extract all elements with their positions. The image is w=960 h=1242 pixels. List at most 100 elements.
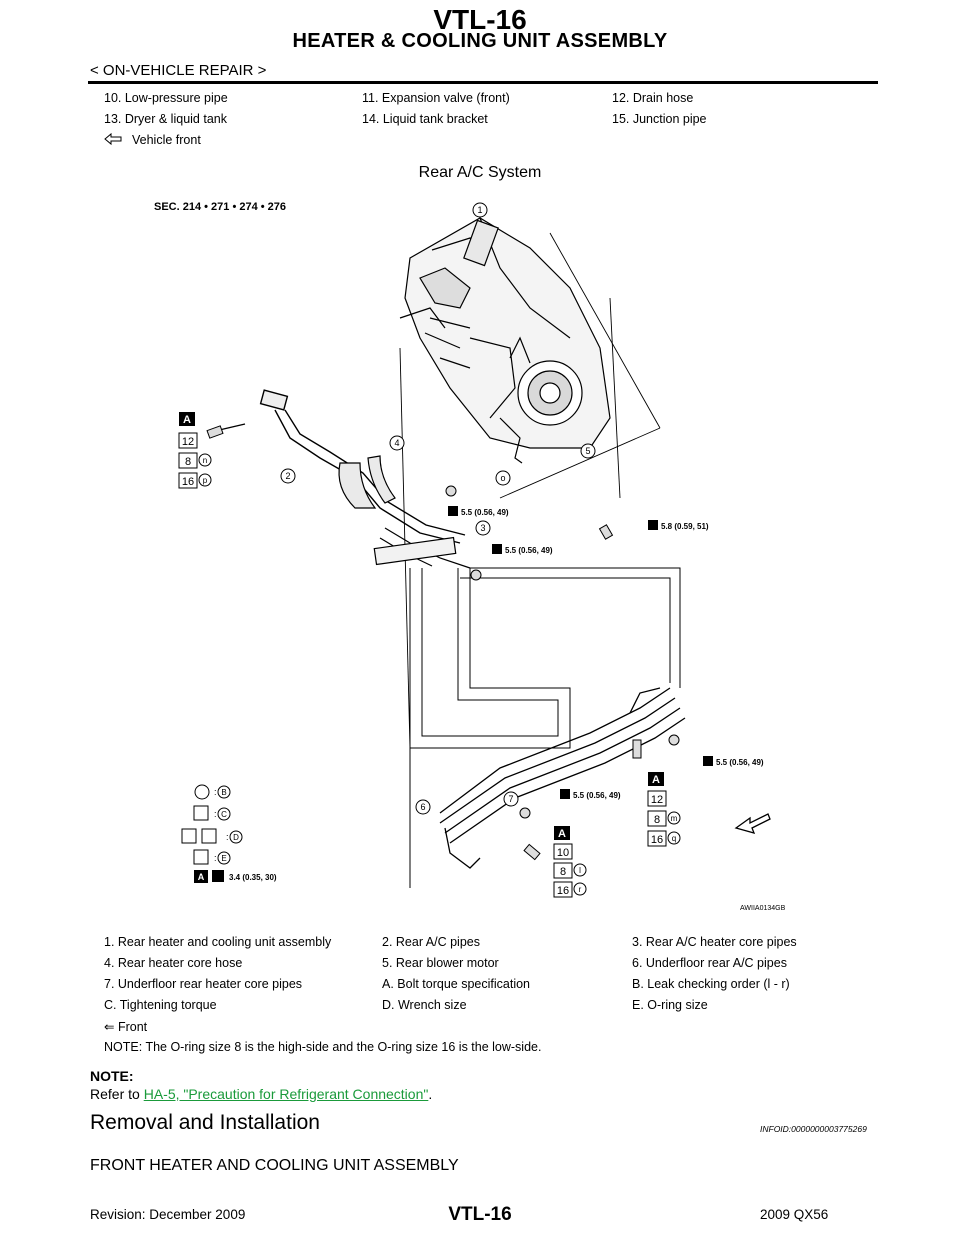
- page-title: HEATER & COOLING UNIT ASSEMBLY: [292, 30, 668, 52]
- svg-text:r: r: [579, 885, 582, 894]
- torque-4: 5.5 (0.56, 49): [703, 756, 764, 767]
- heater-core-pipes: [373, 527, 471, 569]
- svg-text::: :: [214, 809, 217, 819]
- svg-text:5.5 (0.56, 49): 5.5 (0.56, 49): [573, 791, 621, 800]
- footer-model: 2009 QX56: [760, 1207, 829, 1222]
- svg-text:A: A: [558, 828, 566, 840]
- bottom-legend-note: NOTE: The O-ring size 8 is the high-side…: [104, 1040, 834, 1060]
- underfloor-pipes: [439, 687, 686, 869]
- legend-item: 3. Rear A/C heater core pipes: [632, 935, 797, 949]
- legend-item: E. O-ring size: [632, 998, 708, 1012]
- oring-right: A 12 8 m 16 q: [647, 772, 681, 847]
- callout-4: 4: [389, 435, 405, 451]
- callout-7: 7: [503, 791, 519, 807]
- svg-text:5.5 (0.56, 49): 5.5 (0.56, 49): [505, 546, 553, 555]
- bottom-legend-row-1: 1. Rear heater and cooling unit assembly…: [104, 935, 834, 955]
- svg-text:3.4 (0.35, 30): 3.4 (0.35, 30): [229, 873, 277, 882]
- svg-text:l: l: [579, 866, 581, 875]
- svg-text:6: 6: [420, 802, 425, 812]
- torque-3: 5.8 (0.59, 51): [648, 520, 709, 531]
- figure-title: Rear A/C System: [418, 164, 542, 181]
- note-prefix: Refer to: [90, 1086, 144, 1102]
- svg-text:12: 12: [651, 794, 663, 806]
- rear-ac-system-diagram: SEC. 214 • 271 • 274 • 276: [154, 201, 786, 912]
- callout-3: 3: [475, 520, 491, 536]
- callout-5: 5: [580, 443, 596, 459]
- svg-text:5.5 (0.56, 49): 5.5 (0.56, 49): [716, 758, 764, 767]
- svg-text:10: 10: [557, 847, 569, 859]
- legend-item: D. Wrench size: [382, 998, 467, 1012]
- legend-note: NOTE: The O-ring size 8 is the high-side…: [104, 1040, 542, 1054]
- svg-text:4: 4: [394, 438, 399, 448]
- callouts: 1 2 3 4 5 6 7 o: [280, 202, 596, 815]
- top-legend-row-1: 10. Low-pressure pipe 11. Expansion valv…: [104, 91, 834, 111]
- note-text: Refer to HA-5, "Precaution for Refrigera…: [90, 1086, 432, 1102]
- note-suffix: .: [428, 1086, 433, 1102]
- heater-cooling-unit: [399, 217, 611, 464]
- callout-6: 6: [415, 799, 431, 815]
- page-number: VTL-16: [433, 4, 527, 35]
- legend-item: 6. Underfloor rear A/C pipes: [632, 956, 787, 970]
- rear-heater-core-hose: [338, 455, 396, 509]
- svg-text:p: p: [203, 476, 208, 485]
- section-title: Removal and Installation: [90, 1111, 320, 1134]
- svg-text::: :: [214, 853, 217, 863]
- legend-item: 1. Rear heater and cooling unit assembly: [104, 935, 332, 949]
- svg-text:8: 8: [654, 814, 660, 826]
- bottom-legend-row-2: 4. Rear heater core hose 5. Rear blower …: [104, 956, 834, 976]
- svg-text:n: n: [203, 456, 207, 465]
- oring-left: A 12 8 n 16 p: [178, 412, 212, 489]
- torque-2: 5.5 (0.56, 49): [492, 544, 553, 555]
- footer-page: VTL-16: [448, 1204, 512, 1225]
- svg-text::: :: [214, 787, 217, 797]
- legend-item: B. Leak checking order (l - r): [632, 977, 790, 991]
- svg-text:7: 7: [508, 794, 513, 804]
- legend-item: Vehicle front: [132, 133, 201, 147]
- torque-labels: 5.5 (0.56, 49) 5.5 (0.56, 49) 5.8 (0.59,…: [212, 506, 764, 882]
- svg-text:16: 16: [651, 834, 663, 846]
- svg-text::: :: [226, 832, 229, 842]
- legend-item: 11. Expansion valve (front): [362, 91, 510, 105]
- svg-text:A: A: [652, 774, 660, 786]
- legend-item: 14. Liquid tank bracket: [362, 112, 488, 126]
- oring-bottom: A 10 8 l 16 r: [553, 826, 587, 898]
- legend-item: 4. Rear heater core hose: [104, 956, 243, 970]
- svg-text:16: 16: [557, 885, 569, 897]
- bottom-legend-row-4: C. Tightening torque D. Wrench size E. O…: [104, 998, 834, 1018]
- callout-o: o: [495, 470, 511, 486]
- front-arrow-icon: [104, 132, 122, 148]
- bolts: [206, 425, 680, 861]
- top-legend-row-2: 13. Dryer & liquid tank 14. Liquid tank …: [104, 112, 834, 132]
- svg-text:m: m: [671, 814, 678, 823]
- legend-item: 7. Underfloor rear heater core pipes: [104, 977, 303, 991]
- svg-text:8: 8: [560, 866, 566, 878]
- svg-text:E: E: [221, 854, 226, 863]
- subsection-title: FRONT HEATER AND COOLING UNIT ASSEMBLY: [90, 1157, 459, 1174]
- callout-2: 2: [280, 468, 296, 484]
- front-arrow-icon: [734, 813, 771, 834]
- svg-text:2: 2: [285, 471, 290, 481]
- top-legend-row-3: Vehicle front: [104, 132, 834, 153]
- svg-text:3: 3: [480, 523, 485, 533]
- bottom-legend-row-3: 7. Underfloor rear heater core pipes A. …: [104, 977, 834, 997]
- svg-text:o: o: [500, 473, 505, 483]
- precaution-link[interactable]: HA-5, "Precaution for Refrigerant Connec…: [143, 1086, 429, 1102]
- note-heading: NOTE:: [90, 1068, 134, 1084]
- svg-text:D: D: [233, 833, 239, 842]
- svg-text:5: 5: [585, 446, 590, 456]
- svg-text:5.8 (0.59, 51): 5.8 (0.59, 51): [661, 522, 709, 531]
- svg-text:C: C: [221, 810, 227, 819]
- legend-item: 13. Dryer & liquid tank: [104, 112, 227, 126]
- svg-text:B: B: [221, 788, 226, 797]
- svg-text:1: 1: [477, 205, 482, 215]
- svg-text:5.5 (0.56, 49): 5.5 (0.56, 49): [461, 508, 509, 517]
- legend-item: 2. Rear A/C pipes: [382, 935, 480, 949]
- svg-text:8: 8: [185, 456, 191, 468]
- header-divider: [88, 81, 878, 84]
- figure-id: AWIIA0134GB: [740, 905, 786, 912]
- torque-6: 3.4 (0.35, 30): [212, 870, 277, 882]
- breadcrumb: < ON-VEHICLE REPAIR >: [90, 62, 267, 79]
- legend-item: C. Tightening torque: [104, 998, 217, 1012]
- symbol-key: :B :C :D :E A: [181, 784, 243, 883]
- footer-revision: Revision: December 2009: [90, 1207, 246, 1222]
